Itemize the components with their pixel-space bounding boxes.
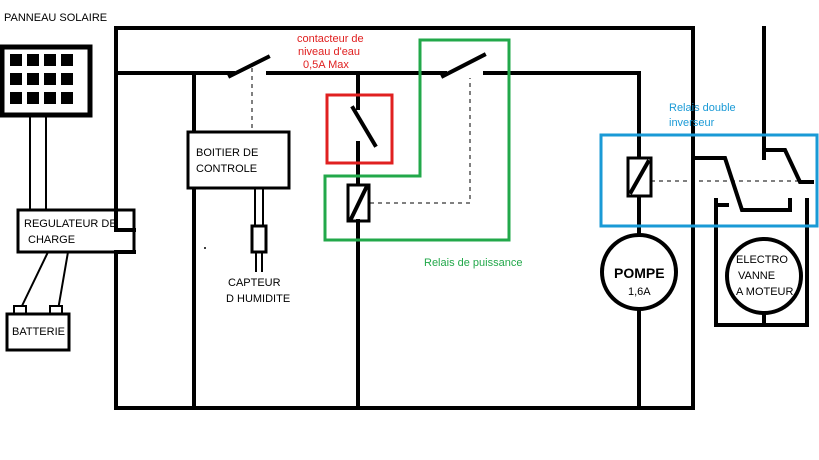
dpdt-relay-label-2: inverseur (669, 117, 715, 129)
control-switch-blade (227, 54, 271, 79)
valve-label-1: ELECTRO (736, 254, 788, 266)
power-relay-contact-blade (440, 52, 487, 79)
solar-panel-label: PANNEAU SOLAIRE (4, 12, 107, 24)
humidity-sensor-label-1: CAPTEUR (228, 277, 281, 289)
water-switch-blade (350, 105, 378, 148)
dpdt-relay-label-1: Relais double (669, 102, 736, 114)
dpdt-contact-1 (695, 156, 792, 212)
dpdt-relay-highlight (599, 133, 819, 228)
valve-feed-left (714, 198, 766, 327)
pump-label: POMPE (614, 265, 665, 281)
power-relay-link (370, 78, 471, 204)
pump-current-label: 1,6A (628, 286, 651, 298)
power-relay-label: Relais de puissance (424, 257, 522, 269)
charge-controller-label-1: REGULATEUR DE (24, 218, 117, 230)
control-box (186, 130, 291, 190)
water-switch-label-3: 0,5A Max (303, 59, 349, 71)
sensor-cable (254, 188, 264, 226)
valve-label-2: VANNE (738, 270, 775, 282)
solar-panel-icon (0, 44, 93, 118)
dpdt-contact-2 (762, 148, 814, 184)
power-relay-coil-mark (348, 185, 369, 222)
control-box-label-1: BOITIER DE (196, 147, 258, 159)
humidity-sensor-icon (250, 224, 268, 254)
valve-feed-right (763, 198, 809, 327)
power-relay-highlight (323, 38, 511, 242)
motorized-valve-icon (725, 237, 803, 315)
dpdt-relay-coil-mark (628, 159, 651, 195)
main-rail (114, 26, 695, 410)
charge-controller-label-2: CHARGE (28, 234, 75, 246)
valve-label-3: A MOTEUR (736, 286, 794, 298)
battery-label: BATTERIE (12, 326, 65, 338)
water-switch-label-2: niveau d'eau (298, 46, 360, 58)
humidity-sensor-label-2: D HUMIDITE (226, 293, 290, 305)
water-switch-highlight (325, 93, 394, 165)
pump-motor-icon (600, 233, 678, 311)
control-box-label-2: CONTROLE (196, 163, 257, 175)
water-switch-label-1: contacteur de (297, 33, 364, 45)
battery-icon (5, 305, 71, 352)
